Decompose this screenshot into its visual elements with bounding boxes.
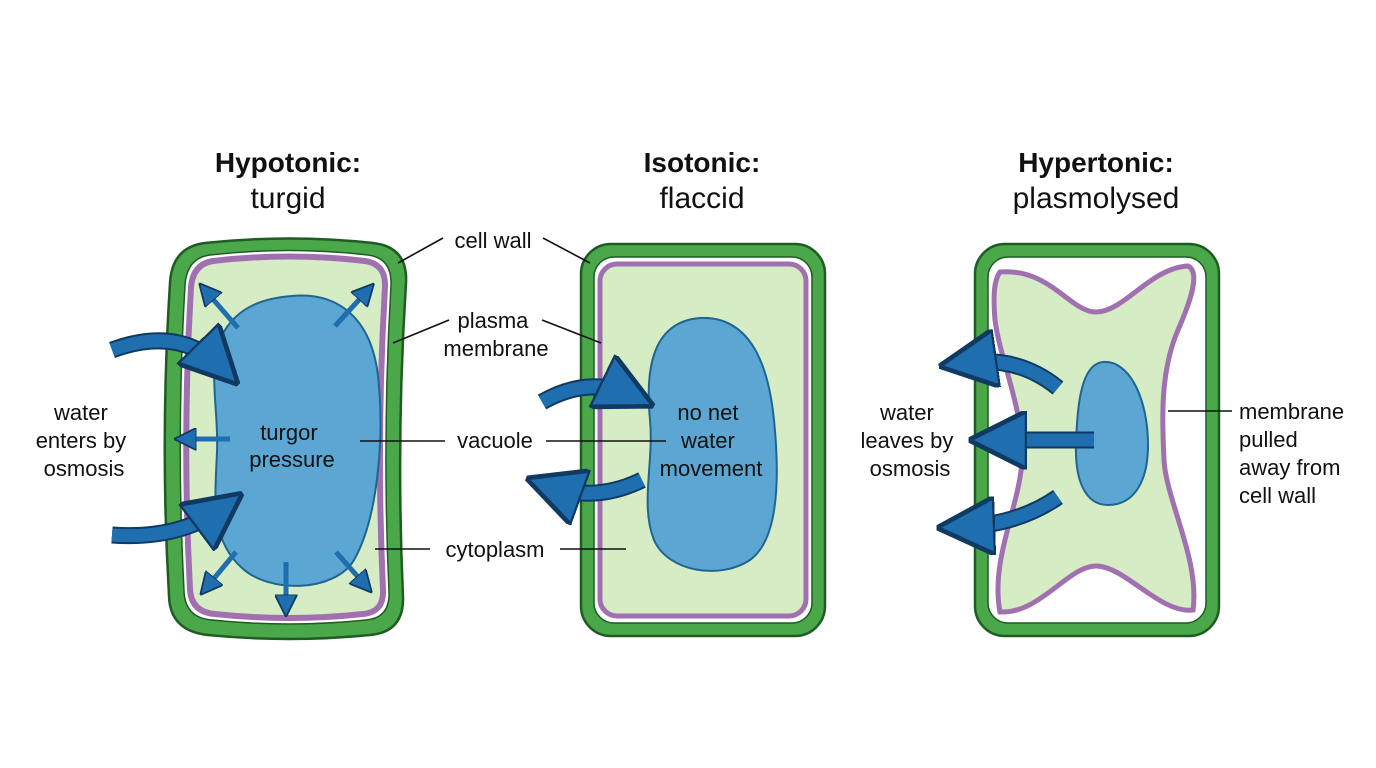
plasma-membrane-leader-right	[541, 319, 602, 344]
turgor-arrow-icon	[333, 290, 368, 328]
cell-wall-leader-left	[397, 237, 444, 264]
hypertonic-panel: Hypertonic: plasmolysed water leaves by …	[860, 147, 1350, 638]
turgid-cell: turgor pressure	[163, 237, 408, 641]
isotonic-panel: Isotonic: flaccid no net water movement	[542, 147, 827, 638]
isotonic-water-arrows	[542, 387, 642, 493]
turgor-arrow-icon	[205, 290, 240, 330]
cell-wall-label: cell wall	[454, 228, 531, 253]
plasma-membrane-label: plasma membrane	[443, 308, 548, 361]
hypertonic-heading: Hypertonic:	[1018, 147, 1174, 178]
isotonic-state: flaccid	[659, 182, 744, 215]
water-in-arrow-fill	[538, 387, 633, 402]
plasmolysed-cell	[973, 242, 1221, 638]
water-in-arrow-fill	[109, 341, 222, 368]
membrane-pulled-label: membrane pulled away from cell wall	[1239, 399, 1350, 508]
hypotonic-heading: Hypotonic:	[215, 147, 361, 178]
hypotonic-panel: Hypotonic: turgid turgor pressure	[36, 147, 408, 641]
no-net-movement-label: no net water movement	[660, 400, 763, 481]
cytoplasm-label: cytoplasm	[445, 537, 544, 562]
turgor-arrow-icon	[206, 550, 238, 588]
water-leaves-arrows	[960, 361, 1094, 527]
water-enters-arrows	[109, 341, 224, 536]
hypotonic-state: turgid	[250, 182, 325, 215]
flaccid-cell: no net water movement	[579, 242, 827, 638]
turgor-arrows	[183, 290, 368, 608]
turgor-pressure-label: turgor pressure	[249, 420, 335, 472]
water-out-arrow-fill	[960, 491, 1062, 527]
plasma-membrane-leader-left	[392, 319, 450, 344]
water-out-arrow-fill	[548, 480, 645, 493]
water-enters-label: water enters by osmosis	[36, 400, 133, 481]
hypertonic-state: plasmolysed	[1013, 182, 1180, 215]
water-out-arrow-fill	[962, 361, 1063, 394]
water-leaves-label: water leaves by osmosis	[860, 400, 959, 481]
water-in-arrow-fill	[111, 507, 224, 536]
isotonic-heading: Isotonic:	[644, 147, 761, 178]
structure-labels: cell wall plasma membrane vacuole cytopl…	[360, 228, 666, 562]
cell-wall-leader-right	[542, 237, 591, 264]
turgor-arrow-icon	[334, 550, 366, 586]
vacuole-label: vacuole	[457, 428, 533, 453]
vacuole-shape	[1074, 360, 1150, 507]
